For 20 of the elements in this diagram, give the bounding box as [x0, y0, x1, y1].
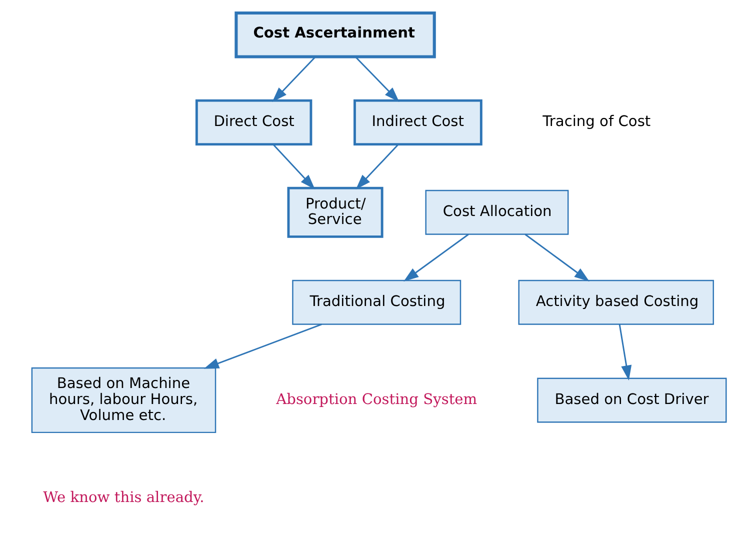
arrow — [355, 56, 400, 102]
label: Tracing of Cost — [542, 113, 651, 130]
arrow — [618, 324, 632, 381]
node-box: Cost Allocation — [425, 190, 569, 235]
arrow — [404, 234, 469, 282]
node-box: Cost Ascertainment — [234, 12, 436, 58]
arrow — [524, 234, 590, 282]
node-box: Direct Cost — [195, 99, 312, 146]
node-box: Based on Machine hours, labour Hours, Volume etc. — [31, 367, 216, 434]
label: We know this already. — [43, 488, 204, 506]
label: Absorption Costing System — [276, 391, 478, 408]
node-box: Based on Cost Driver — [537, 378, 727, 423]
node-box: Traditional Costing — [292, 280, 462, 325]
arrow — [204, 324, 322, 369]
arrow — [272, 144, 316, 190]
arrow — [356, 144, 399, 190]
node-box: Indirect Cost — [354, 99, 482, 146]
node-box: Product/ Service — [287, 186, 384, 238]
node-box: Activity based Costing — [518, 280, 714, 325]
arrow — [272, 56, 316, 102]
